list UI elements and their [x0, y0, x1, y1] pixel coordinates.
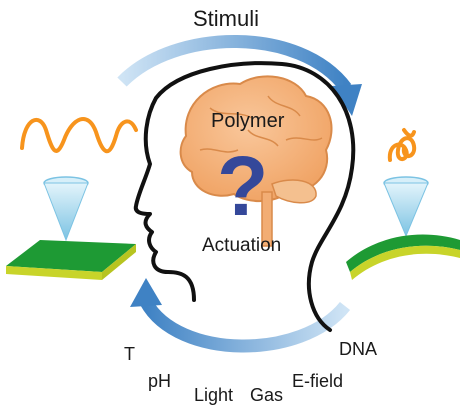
- head-profile-icon: [133, 61, 356, 332]
- substrate-right-icon: [346, 234, 460, 280]
- polymer-strand-right-icon: [387, 128, 417, 162]
- stimulus-label-light: Light: [194, 385, 234, 405]
- top-cycle-arrow: [117, 35, 362, 116]
- stimulus-label-e-field: E-field: [292, 371, 344, 391]
- stimulus-label-gas: Gas: [250, 385, 284, 405]
- afm-tip-left-icon: [43, 176, 89, 242]
- question-mark-icon: ?: [217, 139, 269, 233]
- brain-label-polymer: Polymer: [211, 110, 285, 132]
- stimulus-label-t: T: [124, 344, 135, 364]
- title-stimuli: Stimuli: [193, 6, 260, 31]
- afm-tip-right-icon: [383, 176, 429, 238]
- polymer-strand-left-icon: [20, 117, 138, 154]
- brain-icon: [179, 75, 333, 247]
- brain-label-actuation: Actuation: [202, 235, 282, 256]
- stimulus-label-dna: DNA: [339, 339, 378, 359]
- substrate-left-icon: [6, 240, 136, 280]
- stimulus-label-ph: pH: [148, 371, 172, 391]
